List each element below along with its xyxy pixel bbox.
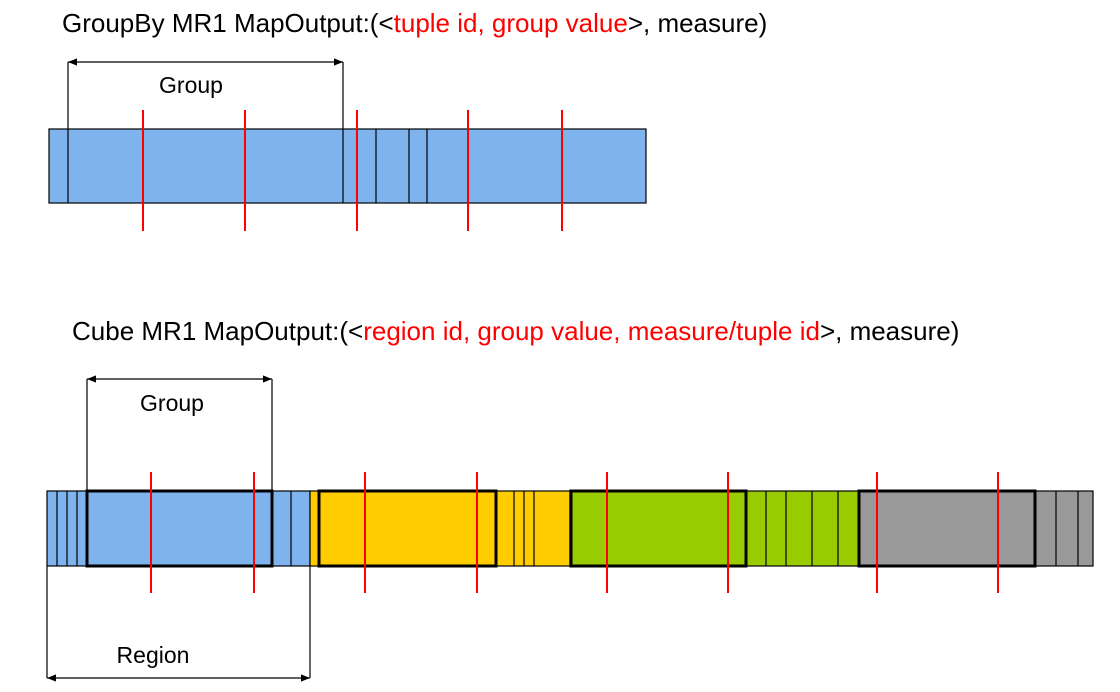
cube-group-box <box>857 489 1037 568</box>
cube-diagram: Group Region <box>46 375 1094 682</box>
cube-group-label: Group <box>140 390 204 416</box>
groupby-title-prefix: GroupBy MR1 MapOutput:(< <box>62 8 394 38</box>
cube-title-highlight: region id, group value, measure/tuple id <box>363 316 820 346</box>
cube-region-blue <box>46 490 311 567</box>
cube-region-gray <box>858 490 1094 567</box>
groupby-bar <box>48 128 647 204</box>
groupby-title: GroupBy MR1 MapOutput:(<tuple id, group … <box>62 10 767 36</box>
cube-dividers <box>56 491 1079 566</box>
cube-group-box <box>85 489 274 568</box>
groupby-diagram: Group <box>48 58 647 231</box>
cube-title-prefix: Cube MR1 MapOutput:(< <box>72 316 364 346</box>
cube-title-suffix: >, measure) <box>819 316 960 346</box>
groupby-title-suffix: >, measure) <box>627 8 768 38</box>
groupby-title-highlight: tuple id, group value <box>393 8 628 38</box>
cube-title: Cube MR1 MapOutput:(<region id, group va… <box>72 318 959 344</box>
cube-region-green <box>569 490 860 567</box>
groupby-group-label: Group <box>159 72 223 98</box>
cube-region-yellow <box>309 490 571 567</box>
cube-region-label: Region <box>117 642 190 668</box>
cube-group-box <box>569 489 748 568</box>
cube-group-box <box>317 489 498 568</box>
